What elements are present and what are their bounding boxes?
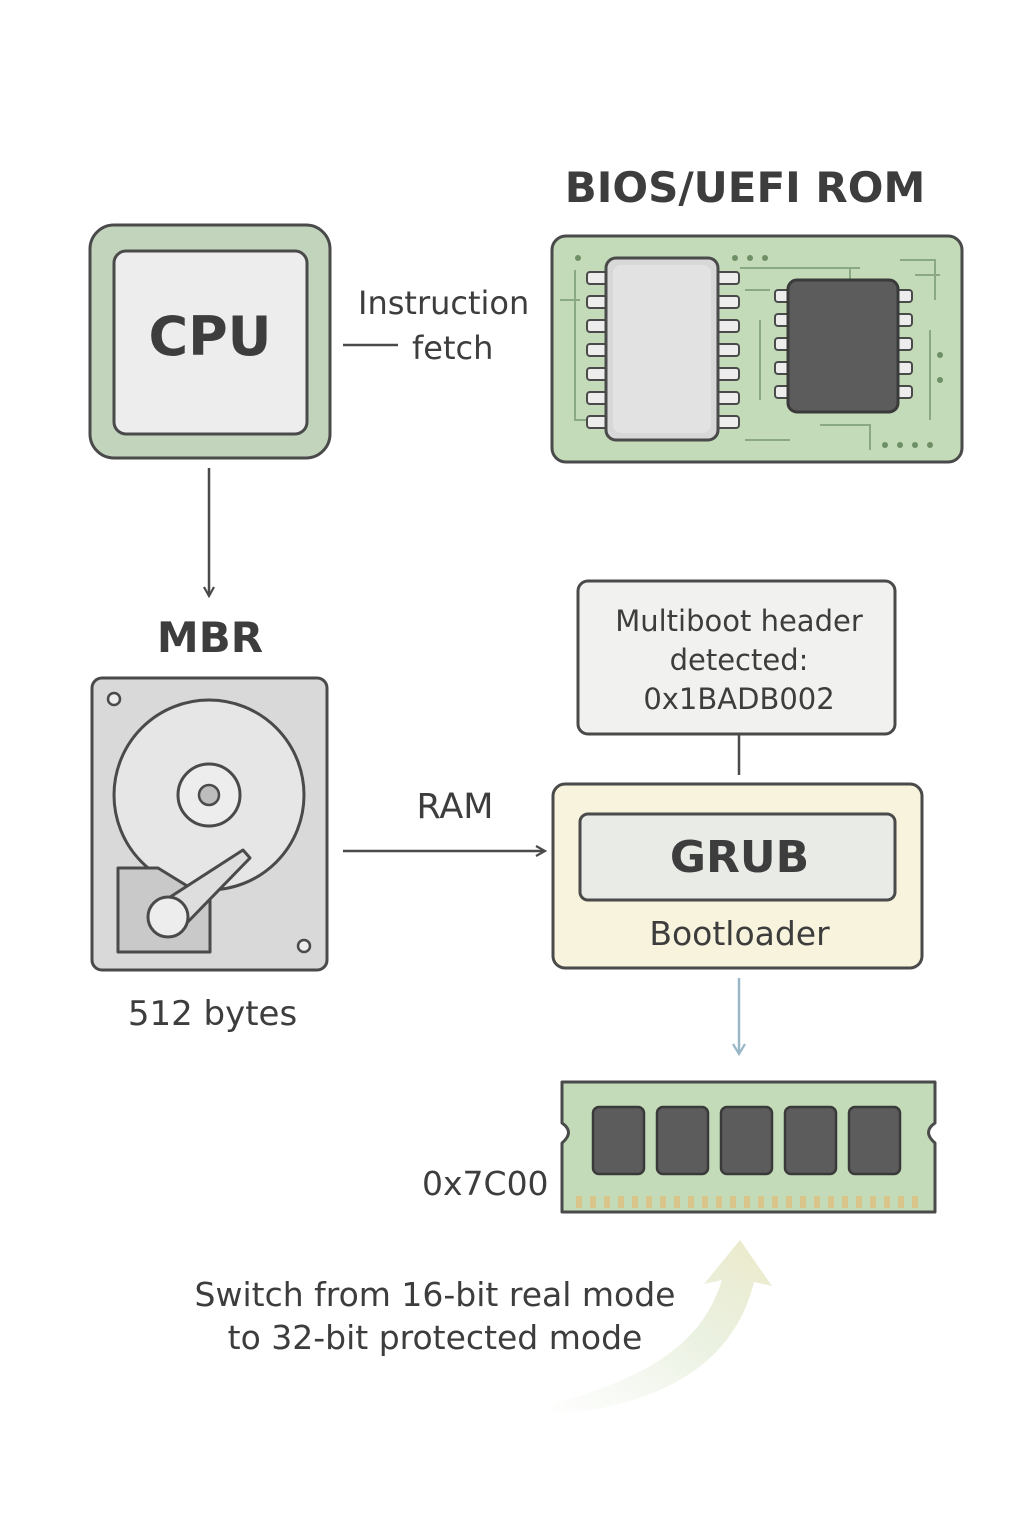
cpu-chip xyxy=(88,223,332,460)
ram-module-icon xyxy=(560,1080,937,1214)
bios-title: BIOS/UEFI ROM xyxy=(564,163,926,212)
multiboot-line2: detected: xyxy=(669,643,809,677)
multiboot-box xyxy=(576,579,897,736)
mbr-title: MBR xyxy=(156,613,264,662)
circuit-dots xyxy=(575,255,943,448)
hard-disk-icon xyxy=(90,676,329,972)
bootloader-caption: Bootloader xyxy=(649,914,830,953)
mode-switch-line1: Switch from 16-bit real mode xyxy=(194,1275,676,1314)
fetch-label-line2: fetch xyxy=(412,329,494,367)
multiboot-line1: Multiboot header xyxy=(615,604,863,638)
bios-rom-board xyxy=(550,234,964,464)
circuit-traces xyxy=(560,259,940,450)
mode-switch-line2: to 32-bit protected mode xyxy=(227,1318,643,1357)
mbr-size-caption: 512 bytes xyxy=(127,994,298,1034)
multiboot-magic-value: 0x1BADB002 xyxy=(643,682,835,716)
grub-panel xyxy=(551,782,924,970)
fetch-label-line1: Instruction xyxy=(358,284,530,322)
grub-label: GRUB xyxy=(669,832,810,883)
ram-edge-label: RAM xyxy=(416,787,494,827)
mode-switch-arrow xyxy=(540,1240,772,1414)
memory-address-label: 0x7C00 xyxy=(422,1164,549,1203)
cpu-label: CPU xyxy=(148,305,272,368)
rom-chip-dark xyxy=(786,278,900,414)
